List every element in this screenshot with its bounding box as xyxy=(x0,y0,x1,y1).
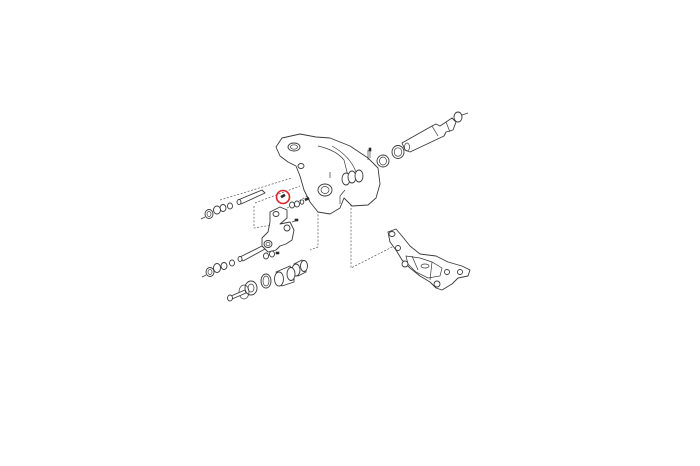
highlight-circle xyxy=(275,189,291,205)
small-pin-and-washers xyxy=(280,193,310,209)
top-shaft-assembly xyxy=(368,111,469,168)
linkage-lever xyxy=(261,206,299,253)
lower-left-pin-assembly xyxy=(201,245,280,278)
housing-seal-rings xyxy=(341,169,364,186)
main-housing xyxy=(275,133,381,215)
bottom-bolt xyxy=(227,289,247,302)
upper-left-pin-assembly xyxy=(200,189,266,220)
bracket-assembly xyxy=(387,228,471,291)
lower-bushings xyxy=(231,259,308,300)
